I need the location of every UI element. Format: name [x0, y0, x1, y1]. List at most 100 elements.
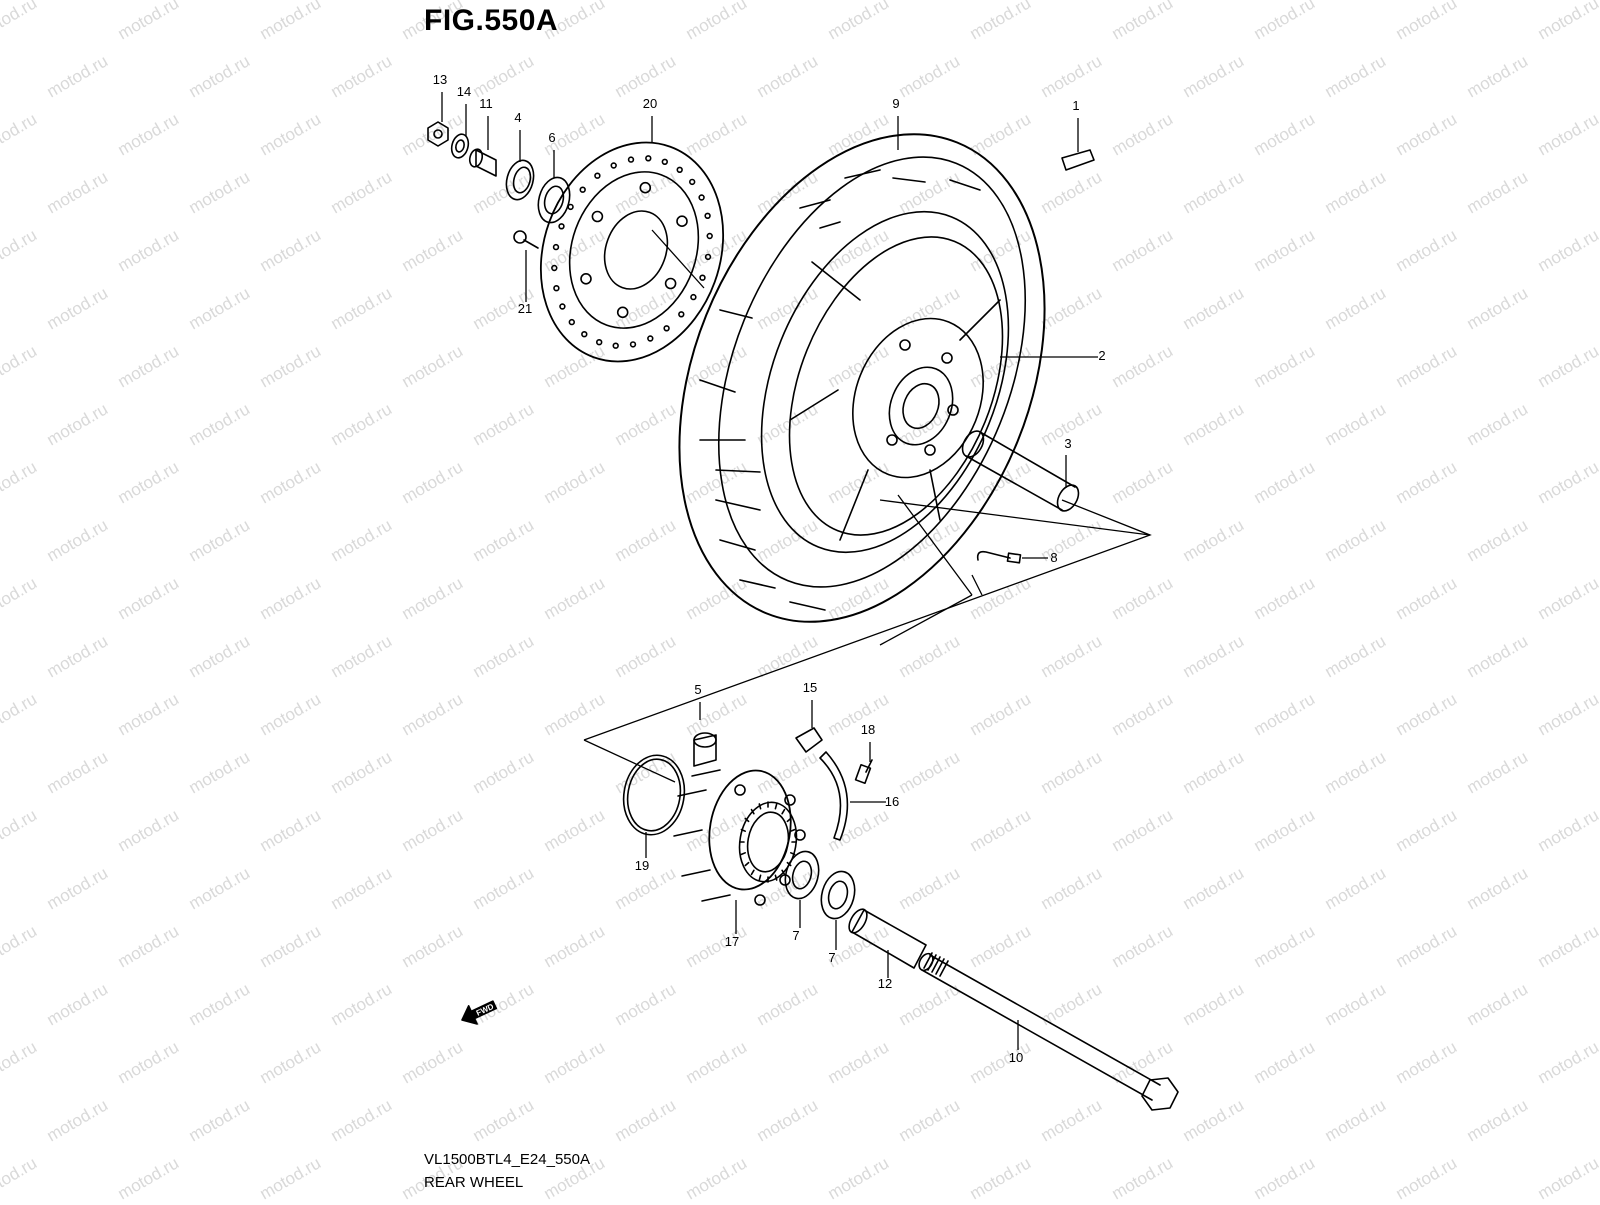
watermark-text: motod.ru	[257, 805, 325, 855]
watermark-text: motod.ru	[44, 747, 112, 797]
watermark-text: motod.ru	[257, 0, 325, 43]
watermark-text: motod.ru	[399, 341, 467, 391]
watermark-text: motod.ru	[1180, 51, 1248, 101]
tire-tread-mark	[800, 200, 830, 208]
watermark-text: motod.ru	[257, 573, 325, 623]
watermark-text: motod.ru	[186, 863, 254, 913]
brake-disc-drill-hole	[631, 342, 636, 347]
watermark-text: motod.ru	[328, 515, 396, 565]
watermark-text: motod.ru	[541, 1037, 609, 1087]
callout-number: 7	[828, 950, 835, 965]
watermark-text: motod.ru	[967, 921, 1035, 971]
watermark-text: motod.ru	[1322, 515, 1390, 565]
watermark-text: motod.ru	[1180, 515, 1248, 565]
brake-disc-drill-hole	[664, 326, 669, 331]
watermark-text: motod.ru	[1251, 225, 1319, 275]
callout-number: 8	[1050, 550, 1057, 565]
callout-number: 4	[514, 110, 521, 125]
brake-disc-drill-hole	[699, 195, 704, 200]
brake-disc-drill-hole	[646, 156, 651, 161]
watermark-text: motod.ru	[896, 399, 964, 449]
watermark-text: motod.ru	[115, 689, 183, 739]
watermark-text: motod.ru	[1180, 167, 1248, 217]
watermark-text: motod.ru	[257, 1153, 325, 1200]
brake-disc-drill-hole	[554, 245, 559, 250]
bearing-right-outer	[816, 868, 859, 923]
watermark-text: motod.ru	[967, 457, 1035, 507]
watermark-text: motod.ru	[186, 747, 254, 797]
watermark-text: motod.ru	[399, 573, 467, 623]
watermark-text: motod.ru	[328, 399, 396, 449]
watermark-text: motod.ru	[186, 1095, 254, 1145]
flange-tooth	[752, 870, 754, 874]
damper-body	[694, 735, 716, 766]
flange-stud	[702, 895, 730, 901]
watermark-text: motod.ru	[541, 457, 609, 507]
watermark-text: motod.ru	[1038, 283, 1106, 333]
flange-tooth	[741, 853, 745, 855]
watermark-text: motod.ru	[470, 747, 538, 797]
watermark-text: motod.ru	[44, 283, 112, 333]
watermark-text: motod.ru	[115, 457, 183, 507]
watermark-text: motod.ru	[399, 457, 467, 507]
watermark-text: motod.ru	[328, 863, 396, 913]
figure-title: FIG.550A	[424, 4, 558, 38]
axle-shaft-head	[1142, 1078, 1178, 1110]
watermark-text: motod.ru	[328, 167, 396, 217]
callout-number: 10	[1009, 1050, 1023, 1065]
watermark-text: motod.ru	[1251, 1037, 1319, 1087]
callout-number: 15	[803, 680, 817, 695]
watermark-text: motod.ru	[1109, 457, 1177, 507]
watermark-text: motod.ru	[44, 167, 112, 217]
watermark-text: motod.ru	[257, 689, 325, 739]
watermark-text: motod.ru	[1535, 341, 1600, 391]
watermark-text: motod.ru	[1109, 225, 1177, 275]
watermark-text: motod.ru	[1535, 225, 1600, 275]
watermark-text: motod.ru	[896, 747, 964, 797]
watermark-text: motod.ru	[612, 747, 680, 797]
watermark-text: motod.ru	[1535, 457, 1600, 507]
callout-number: 21	[518, 301, 532, 316]
callout-number: 7	[792, 928, 799, 943]
watermark-text: motod.ru	[1535, 1153, 1600, 1200]
driven-flange-bore	[743, 809, 793, 875]
flange-bolt	[735, 785, 745, 795]
brake-disc-drill-hole	[662, 159, 667, 164]
watermark-text: motod.ru	[399, 921, 467, 971]
watermark-text: motod.ru	[1393, 689, 1461, 739]
watermark-text: motod.ru	[896, 863, 964, 913]
watermark-text: motod.ru	[470, 515, 538, 565]
watermark-text: motod.ru	[1393, 921, 1461, 971]
brake-disc-drill-hole	[648, 336, 653, 341]
watermark-text: motod.ru	[186, 979, 254, 1029]
callout-number: 1	[1072, 98, 1079, 113]
watermark-text: motod.ru	[896, 631, 964, 681]
brake-disc-drill-hole	[700, 275, 705, 280]
watermark-text: motod.ru	[896, 283, 964, 333]
watermark-text: motod.ru	[0, 921, 40, 971]
watermark-text: motod.ru	[1535, 805, 1600, 855]
watermark-text: motod.ru	[896, 51, 964, 101]
watermark-text: motod.ru	[1535, 689, 1600, 739]
watermark-text: motod.ru	[1109, 921, 1177, 971]
snap-ring	[820, 752, 847, 840]
watermark-text: motod.ru	[1251, 109, 1319, 159]
watermark-text: motod.ru	[0, 0, 40, 43]
watermark-text: motod.ru	[1464, 979, 1532, 1029]
watermark-text: motod.ru	[1251, 805, 1319, 855]
brake-disc-bolt	[581, 274, 591, 284]
watermark-text: motod.ru	[0, 341, 40, 391]
watermark-text: motod.ru	[0, 1153, 40, 1200]
model-code: VL1500BTL4_E24_550A	[424, 1151, 590, 1168]
watermark-text: motod.ru	[186, 515, 254, 565]
watermark-text: motod.ru	[1535, 0, 1600, 43]
callout-number: 16	[885, 794, 899, 809]
watermark-text: motod.ru	[399, 805, 467, 855]
watermark-text: motod.ru	[967, 1037, 1035, 1087]
watermark-text: motod.ru	[44, 515, 112, 565]
watermark-text: motod.ru	[896, 167, 964, 217]
callout-number: 12	[878, 976, 892, 991]
watermark-text: motod.ru	[1464, 1095, 1532, 1145]
watermark-text: motod.ru	[1322, 979, 1390, 1029]
watermark-text: motod.ru	[967, 689, 1035, 739]
